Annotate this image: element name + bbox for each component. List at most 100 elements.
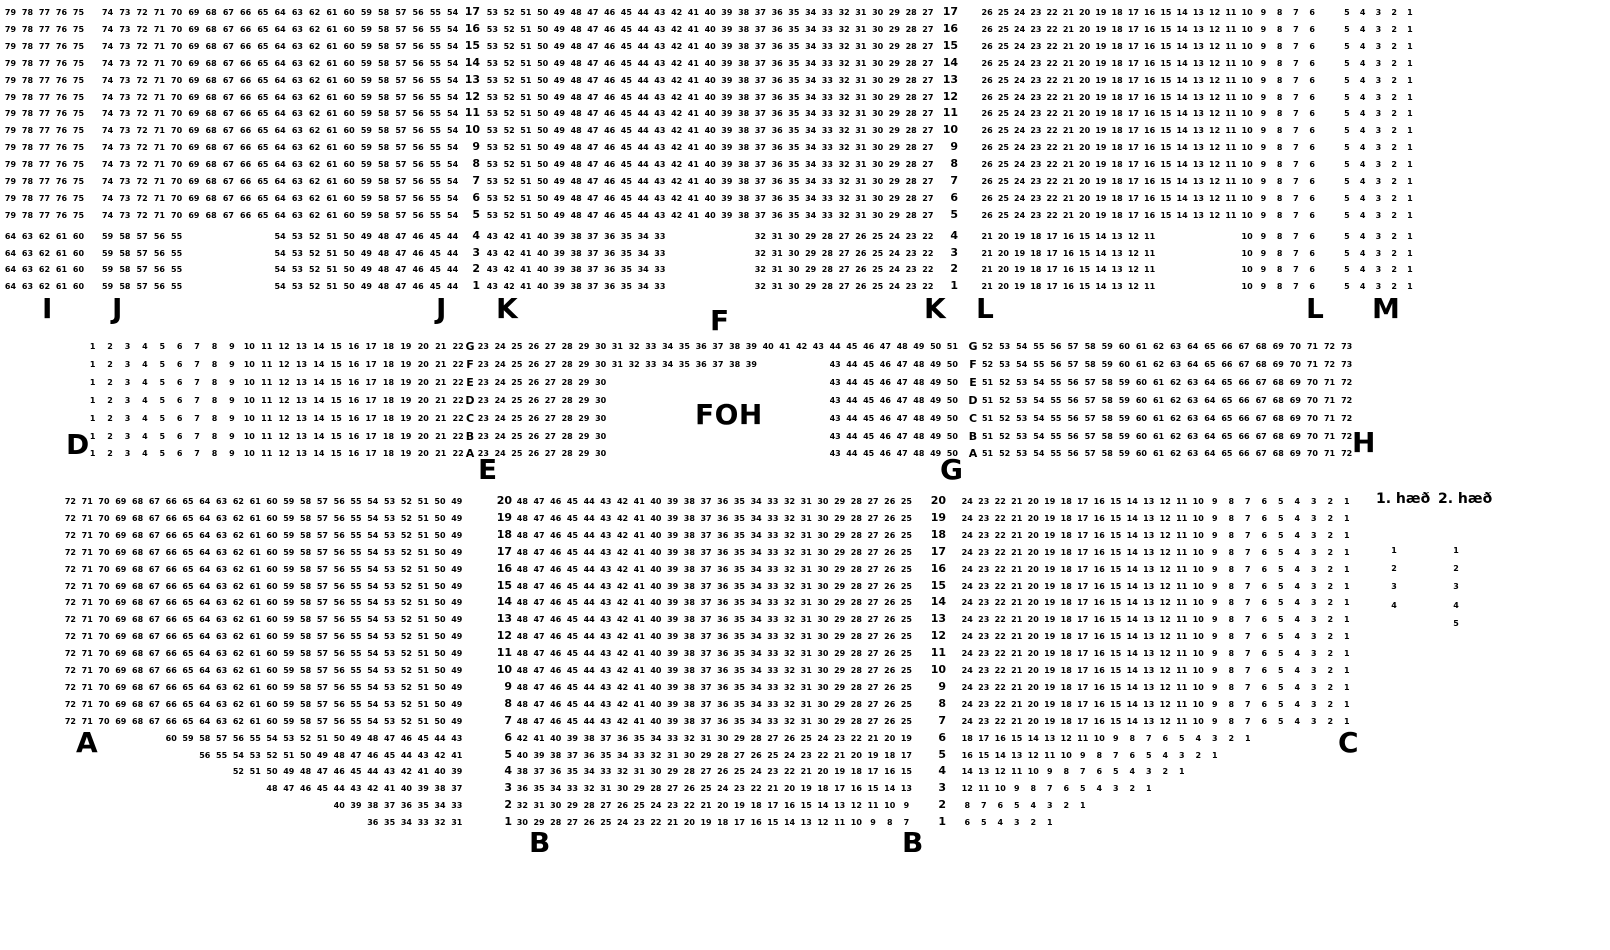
seat: 27 xyxy=(922,92,934,102)
seat: 55 xyxy=(350,581,362,591)
seat: 54 xyxy=(447,75,459,85)
seat: 19 xyxy=(1095,143,1107,153)
seat: 51 xyxy=(981,413,994,423)
seat: 34 xyxy=(637,232,649,241)
seat: 72 xyxy=(1323,342,1336,351)
seat: 43 xyxy=(654,177,666,186)
seat: 5 xyxy=(1079,784,1086,794)
seat: 53 xyxy=(384,615,396,625)
seat: 37 xyxy=(700,716,712,726)
seat: 67 xyxy=(1238,342,1250,351)
seat: 2 xyxy=(1327,666,1334,675)
seat: 13 xyxy=(1192,143,1204,153)
seat: 45 xyxy=(620,143,632,153)
seat: 6 xyxy=(997,801,1004,811)
seat: 55 xyxy=(429,58,441,68)
seat: 27 xyxy=(767,733,779,743)
seat: 69 xyxy=(115,682,127,692)
seat: 46 xyxy=(604,75,616,85)
seat: 29 xyxy=(805,232,817,241)
seat: 3 xyxy=(1310,530,1317,540)
seat: 11 xyxy=(261,431,273,441)
seat: 61 xyxy=(1152,413,1165,423)
seat: 61 xyxy=(326,92,338,102)
seat: 35 xyxy=(733,699,745,709)
seat: 6 xyxy=(1309,160,1315,170)
seat: 69 xyxy=(188,160,200,170)
seat: 12 xyxy=(1159,564,1171,574)
seat: 10 xyxy=(1192,564,1204,574)
seat: 24 xyxy=(1014,109,1026,119)
seat: 36 xyxy=(771,177,783,186)
seat: 35 xyxy=(733,632,745,642)
floor2-legend-label: 2. hæð xyxy=(1438,491,1493,507)
seat: 20 xyxy=(1027,598,1039,608)
seat: 40 xyxy=(704,177,716,186)
seat: 79 xyxy=(4,193,17,203)
seat: 6 xyxy=(176,359,183,369)
seat: 22 xyxy=(452,342,464,351)
seat: 24 xyxy=(961,682,973,692)
seat: 52 xyxy=(981,342,994,351)
seat: 56 xyxy=(199,750,211,760)
seat: 34 xyxy=(805,143,817,153)
seat: 8 xyxy=(1276,232,1283,241)
seat: 7 xyxy=(194,395,200,405)
seat: 10 xyxy=(1192,716,1204,726)
seat: 68 xyxy=(132,716,144,726)
seat: 60 xyxy=(343,24,355,34)
seat: 64 xyxy=(199,513,211,523)
seat: 62 xyxy=(309,193,321,203)
seat: 20 xyxy=(1079,92,1091,102)
seat: 13 xyxy=(295,413,308,423)
section-label-f: F xyxy=(710,304,730,337)
seat: 26 xyxy=(528,431,540,441)
seat: 36 xyxy=(717,632,729,642)
seat: 77 xyxy=(38,143,51,153)
stalls-row-label: 7 xyxy=(938,713,946,727)
seat: 28 xyxy=(561,413,573,423)
seat: 44 xyxy=(829,342,841,351)
seat: 39 xyxy=(553,232,565,241)
seat: 21 xyxy=(981,281,993,291)
seat: 54 xyxy=(447,177,459,186)
seat: 6 xyxy=(1261,581,1268,591)
seat: 33 xyxy=(767,564,779,574)
seat: 61 xyxy=(326,160,338,170)
seat: 57 xyxy=(395,75,407,85)
seat: 57 xyxy=(395,177,407,186)
seat: 32 xyxy=(628,342,640,351)
seat: 46 xyxy=(863,342,875,351)
seat: 71 xyxy=(1306,359,1318,369)
seat: 60 xyxy=(1135,431,1147,441)
seat: 33 xyxy=(667,733,679,743)
seat: 26 xyxy=(884,632,896,642)
seat: 65 xyxy=(182,581,194,591)
seat: 8 xyxy=(1228,547,1235,557)
seat: 21 xyxy=(767,784,779,794)
seat: 32 xyxy=(783,581,796,591)
seat: 1 xyxy=(1343,649,1350,659)
seat: 72 xyxy=(64,581,76,591)
seat: 16 xyxy=(1062,281,1074,291)
seat: 8 xyxy=(1228,682,1235,692)
seat: 55 xyxy=(429,109,441,119)
seat: 55 xyxy=(171,281,183,291)
seat: 59 xyxy=(283,615,295,625)
seat: 2 xyxy=(107,359,113,369)
seat: 5 xyxy=(1344,24,1350,34)
seat: 6 xyxy=(1261,513,1268,523)
seat: 22 xyxy=(452,449,464,459)
seat: 69 xyxy=(115,632,127,642)
seat: 5 xyxy=(159,431,166,441)
seat: 64 xyxy=(199,716,211,726)
seat: 36 xyxy=(604,232,616,241)
seat: 23 xyxy=(477,413,489,423)
seat: 73 xyxy=(119,177,131,186)
seat: 50 xyxy=(343,265,355,274)
seat: 36 xyxy=(400,801,412,811)
seat: 10 xyxy=(1192,598,1204,608)
seat: 48 xyxy=(516,564,528,574)
seat: 65 xyxy=(1221,431,1233,441)
seat: 58 xyxy=(378,126,390,136)
